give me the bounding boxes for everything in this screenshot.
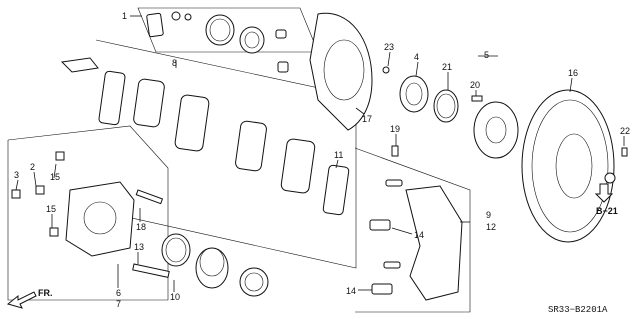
label-10: 10	[170, 292, 180, 302]
direction-label: FR.	[38, 288, 53, 298]
label-2: 2	[30, 162, 35, 172]
hub	[473, 101, 519, 159]
label-12: 12	[486, 222, 496, 232]
front-direction-arrow: FR.	[6, 288, 53, 309]
label-14a: 14	[414, 230, 424, 240]
label-15b: 15	[46, 204, 56, 214]
bearing-group	[399, 75, 483, 123]
label-11: 11	[334, 150, 343, 160]
label-13: 13	[134, 242, 144, 252]
label-5: 5	[484, 50, 489, 60]
label-18: 18	[136, 222, 146, 232]
label-3: 3	[14, 170, 19, 180]
label-4: 4	[414, 52, 419, 62]
label-9: 9	[486, 210, 491, 220]
label-19: 19	[390, 124, 400, 134]
label-16: 16	[568, 68, 578, 78]
splash-shield	[309, 12, 390, 131]
part-labels: 1 2 3 4 5 6 7 8 9 10 11 12 13 14 14 15 1…	[14, 11, 630, 309]
label-21: 21	[442, 62, 452, 72]
reference-label: B−21	[596, 206, 618, 216]
leader-lines	[15, 15, 625, 292]
bracket-group	[354, 145, 471, 313]
label-23: 23	[384, 42, 394, 52]
piston-group	[161, 233, 269, 297]
label-1: 1	[122, 11, 127, 21]
pad-set-group	[60, 39, 357, 269]
label-22: 22	[620, 126, 630, 136]
diagram-code: SR33−B2201A	[548, 305, 608, 315]
label-14b: 14	[346, 286, 356, 296]
label-7: 7	[116, 299, 121, 309]
caliper-group	[7, 125, 170, 301]
label-8: 8	[172, 58, 177, 68]
label-6: 6	[116, 288, 121, 298]
brake-disc	[521, 89, 628, 243]
label-15a: 15	[50, 172, 60, 182]
label-17: 17	[362, 114, 372, 124]
reference-arrow: B−21	[594, 183, 618, 216]
label-20: 20	[470, 80, 480, 90]
seal-kit-group	[137, 7, 319, 73]
